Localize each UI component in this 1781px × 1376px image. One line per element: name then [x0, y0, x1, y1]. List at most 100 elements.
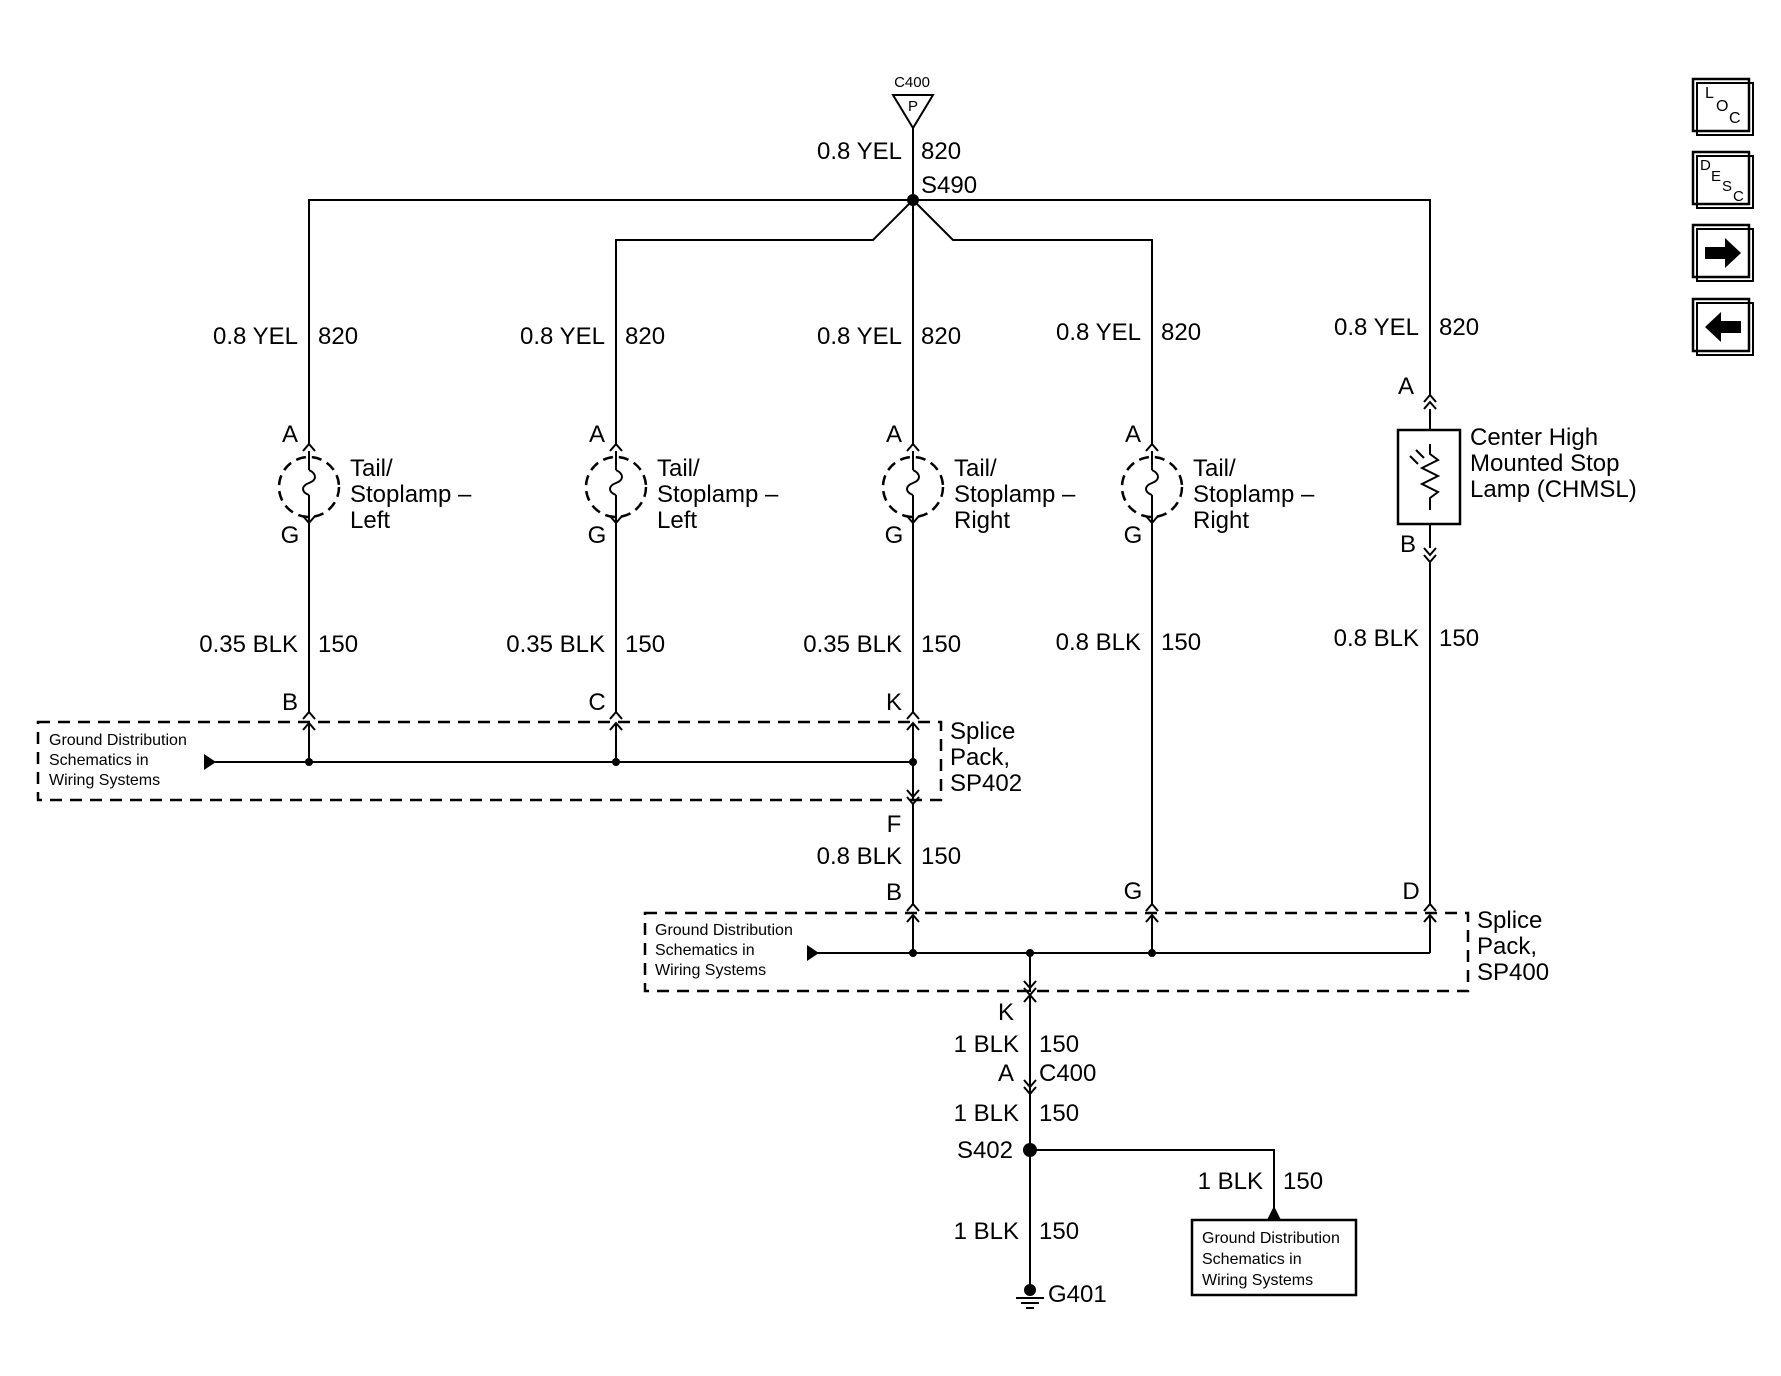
circuit-label: 150 [921, 631, 961, 658]
prev-arrow-button[interactable] [1691, 297, 1754, 356]
svg-text:Stoplamp –: Stoplamp – [657, 481, 779, 508]
wire-label: 1 BLK [954, 1031, 1019, 1058]
svg-text:G: G [281, 522, 300, 549]
top-connector-symbol [891, 94, 935, 130]
svg-text:Mounted Stop: Mounted Stop [1470, 450, 1619, 477]
arrow-left-icon [1705, 312, 1741, 342]
svg-text:Splice: Splice [1477, 907, 1542, 934]
chmsl-lamp: A B Center High Mounted Stop Lamp (CHMSL… [1396, 373, 1637, 564]
circuit-label: 820 [921, 323, 961, 350]
svg-text:Tail/: Tail/ [350, 455, 393, 482]
wire-label: 1 BLK [954, 1100, 1019, 1127]
svg-text:K: K [886, 689, 902, 716]
svg-text:Right: Right [1193, 507, 1249, 534]
svg-text:Stoplamp –: Stoplamp – [1193, 481, 1315, 508]
svg-text:Wiring Systems: Wiring Systems [655, 962, 766, 979]
wire-label: 0.35 BLK [199, 631, 298, 658]
svg-text:G: G [1124, 878, 1143, 905]
svg-text:Pack,: Pack, [950, 744, 1010, 771]
svg-text:SP400: SP400 [1477, 959, 1549, 986]
svg-text:A: A [1398, 373, 1414, 400]
circuit-label: 150 [1439, 625, 1479, 652]
svg-text:Wiring Systems: Wiring Systems [1202, 1272, 1313, 1289]
top-connector-label: C400 [894, 74, 930, 91]
svg-text:G: G [885, 522, 904, 549]
svg-text:Stoplamp –: Stoplamp – [954, 481, 1076, 508]
svg-text:Center High: Center High [1470, 424, 1598, 451]
ground-g401-label: G401 [1048, 1281, 1107, 1308]
circuit-label: 150 [1283, 1168, 1323, 1195]
desc-button[interactable]: D E S C [1691, 150, 1754, 209]
svg-text:G: G [588, 522, 607, 549]
svg-text:B: B [886, 879, 902, 906]
arrow-right-icon [1705, 238, 1741, 268]
svg-text:Schematics in: Schematics in [49, 752, 149, 769]
splice-s402-label: S402 [957, 1137, 1013, 1164]
loc-button[interactable]: L O C [1691, 77, 1754, 136]
svg-text:A: A [1125, 421, 1141, 448]
circuit-label: 150 [921, 843, 961, 870]
svg-text:E: E [1711, 168, 1721, 185]
circuit-label: 150 [1039, 1031, 1079, 1058]
wire-label: 0.35 BLK [506, 631, 605, 658]
wire-label: 0.8 BLK [1334, 625, 1419, 652]
svg-text:F: F [887, 811, 902, 838]
ground-g401-icon [1016, 1284, 1044, 1309]
svg-text:Lamp (CHMSL): Lamp (CHMSL) [1470, 476, 1637, 503]
svg-text:G: G [1124, 522, 1143, 549]
wire-label: 0.8 YEL [1334, 314, 1419, 341]
circuit-label: 150 [1161, 629, 1201, 656]
svg-text:Schematics in: Schematics in [655, 942, 755, 959]
splice-pack-sp400: B G D Ground Distribution Schematics in … [643, 878, 1549, 997]
svg-text:D: D [1402, 878, 1419, 905]
svg-text:A: A [886, 421, 902, 448]
svg-text:S: S [1722, 178, 1732, 195]
wire-label: 0.8 YEL [213, 323, 298, 350]
svg-text:Stoplamp –: Stoplamp – [350, 481, 472, 508]
svg-text:Left: Left [657, 507, 697, 534]
wire-label: 0.8 BLK [817, 843, 902, 870]
top-connector-pin: P [908, 98, 918, 115]
wire-label: 0.8 YEL [817, 323, 902, 350]
circuit-label: 820 [318, 323, 358, 350]
splice-pack-sp402: B C K Ground Distribution Schematics in … [36, 689, 1022, 806]
svg-text:Tail/: Tail/ [1193, 455, 1236, 482]
svg-text:Wiring Systems: Wiring Systems [49, 772, 160, 789]
svg-text:C: C [1733, 188, 1744, 205]
ground-distribution-ref-box: Ground Distribution Schematics in Wiring… [1190, 1218, 1358, 1297]
splice-s490-label: S490 [921, 172, 977, 199]
wire-label: 0.8 YEL [817, 138, 902, 165]
svg-text:C: C [588, 689, 605, 716]
svg-text:Left: Left [350, 507, 390, 534]
svg-text:Ground Distribution: Ground Distribution [655, 922, 793, 939]
svg-text:B: B [1400, 531, 1416, 558]
svg-text:A: A [998, 1060, 1014, 1087]
svg-text:D: D [1700, 157, 1711, 174]
circuit-label: 150 [625, 631, 665, 658]
svg-text:Tail/: Tail/ [657, 455, 700, 482]
tail-stoplamp-right-1: A G Tail/ Stoplamp – Right [881, 421, 1076, 549]
circuit-label: 820 [1161, 319, 1201, 346]
tail-stoplamp-right-2: A G Tail/ Stoplamp – Right [1120, 421, 1315, 549]
next-arrow-button[interactable] [1691, 223, 1754, 282]
circuit-label: 820 [921, 138, 961, 165]
svg-text:Tail/: Tail/ [954, 455, 997, 482]
wire-label: 0.8 BLK [1056, 629, 1141, 656]
svg-text:Splice: Splice [950, 718, 1015, 745]
wire-label: 0.8 YEL [1056, 319, 1141, 346]
tail-stoplamp-left-1: A G Tail/ Stoplamp – Left [277, 421, 472, 549]
circuit-label: 150 [318, 631, 358, 658]
svg-text:Pack,: Pack, [1477, 933, 1537, 960]
svg-text:A: A [282, 421, 298, 448]
wire-label: 1 BLK [1198, 1168, 1263, 1195]
svg-text:A: A [589, 421, 605, 448]
svg-text:O: O [1716, 98, 1728, 115]
svg-text:C: C [1729, 110, 1741, 127]
circuit-label: 150 [1039, 1218, 1079, 1245]
wire-label: 0.35 BLK [803, 631, 902, 658]
svg-text:L: L [1705, 85, 1714, 102]
circuit-label: 150 [1039, 1100, 1079, 1127]
wire-label: 0.8 YEL [520, 323, 605, 350]
svg-text:K: K [998, 999, 1014, 1026]
